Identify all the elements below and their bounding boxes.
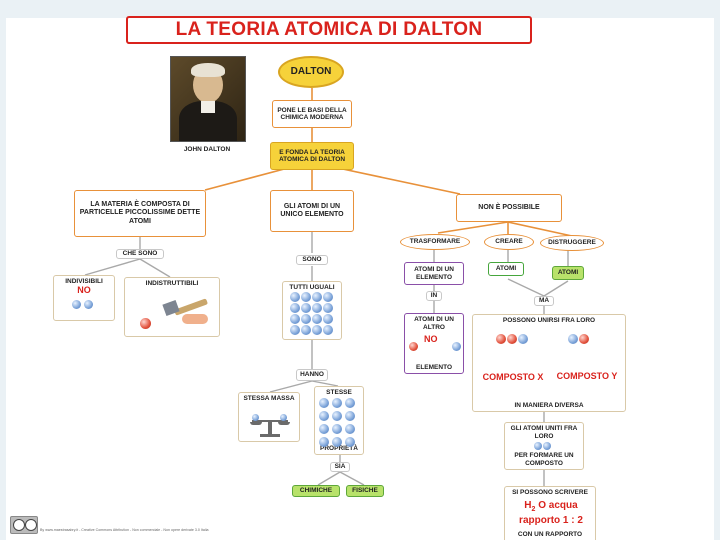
atom-icon: [332, 424, 342, 434]
indivisibili-no: NO: [77, 284, 91, 295]
atom-icon: [312, 314, 322, 324]
atom-icon: [323, 314, 333, 324]
atom-icon: [518, 334, 528, 344]
atom-icon: [312, 303, 322, 313]
in-maniera-label: IN MANIERA DIVERSA: [514, 401, 584, 409]
node-dalton: DALTON: [278, 56, 344, 88]
atom-icon: [323, 292, 333, 302]
atom-grid: [319, 398, 359, 447]
indivisibili-label: INDIVISIBILI: [65, 278, 103, 285]
atom-icon: [345, 398, 355, 408]
indistruttibili-label: INDISTRUTTIBILI: [145, 280, 199, 287]
node-indivisibili: INDIVISIBILI NO: [53, 275, 115, 321]
atomi-altro-label: ATOMI DI UN ALTRO: [414, 316, 454, 331]
node-sono: SONO: [296, 255, 328, 265]
atom-icon: [543, 442, 551, 450]
atom-icon: [72, 300, 81, 309]
possono-label: POSSONO UNIRSI FRA LORO: [502, 317, 596, 324]
node-distruggere: DISTRUGGERE: [540, 235, 604, 251]
node-trasformare: TRASFORMARE: [400, 234, 470, 250]
elemento-label: ELEMENTO: [416, 363, 452, 371]
node-si-possono: SI POSSONO SCRIVERE CON UN RAPPORTO: [504, 486, 596, 540]
atom-icon: [319, 398, 329, 408]
h2o-sub: 2: [531, 506, 536, 513]
atom-icon: [323, 325, 333, 335]
atom-icon: [332, 437, 342, 447]
atom-icon: [301, 303, 311, 313]
atom-icon: [496, 334, 506, 344]
node-pone-basi: PONE LE BASI DELLA CHIMICA MODERNA: [272, 100, 352, 128]
node-materia: LA MATERIA È COMPOSTA DI PARTICELLE PICC…: [74, 190, 206, 237]
h2o-formula: H2 O acqua rapporto 1 : 2: [512, 500, 590, 526]
atom-icon: [534, 442, 542, 450]
atom-icon: [345, 424, 355, 434]
atom-icon: [319, 411, 329, 421]
atom-grid: [290, 292, 334, 336]
atom-icon: [452, 342, 461, 351]
atom-icon: [579, 334, 589, 344]
node-che-sono: CHE SONO: [116, 249, 164, 259]
atom-icon: [319, 424, 329, 434]
stessa-massa-label: STESSA MASSA: [243, 395, 295, 402]
per-formare-label: PER FORMARE UN COMPOSTO: [514, 452, 574, 467]
atom-icon: [290, 325, 300, 335]
cc-license-badge: [10, 516, 38, 534]
page-title: LA TEORIA ATOMICA DI DALTON: [126, 16, 532, 44]
node-atomi-elemento: ATOMI DI UN ELEMENTO: [404, 262, 464, 285]
atom-icon: [301, 314, 311, 324]
tutti-uguali-label: TUTTI UGUALI: [289, 284, 335, 291]
h2o-h: H: [524, 500, 532, 511]
atom-icon: [319, 437, 329, 447]
atom-icon: [409, 342, 418, 351]
node-atomi-unico: GLI ATOMI DI UN UNICO ELEMENTO: [270, 190, 354, 232]
atom-icon: [345, 411, 355, 421]
atom-icon: [312, 325, 322, 335]
atom-icon: [568, 334, 578, 344]
node-fisiche: FISICHE: [346, 485, 384, 497]
atomi-altro-no: NO: [424, 334, 438, 344]
stesse-label: STESSE: [326, 389, 352, 396]
composto-y-label: COMPOSTO Y: [556, 371, 618, 381]
node-dalton-label: DALTON: [290, 66, 332, 78]
dalton-portrait: [170, 56, 246, 142]
node-fonda-teoria: E FONDA LA TEORIA ATOMICA DI DALTON: [270, 142, 354, 170]
atom-icon: [323, 303, 333, 313]
proprieta-label: PROPRIETÀ: [320, 444, 358, 452]
atom-icon: [84, 300, 93, 309]
atom-icon: [140, 318, 151, 329]
atom-icon: [507, 334, 517, 344]
atom-icon: [312, 292, 322, 302]
atom-icon: [332, 398, 342, 408]
node-possono-unirsi: POSSONO UNIRSI FRA LORO IN MANIERA DIVER…: [472, 314, 626, 412]
con-un-label: CON UN RAPPORTO: [517, 530, 583, 538]
portrait-caption: JOHN DALTON: [183, 146, 231, 153]
hammer-icon: [150, 296, 210, 330]
rapporto-label: rapporto 1 : 2: [519, 515, 583, 526]
atom-icon: [290, 303, 300, 313]
scale-icon: [248, 410, 292, 438]
node-in: IN: [426, 291, 442, 301]
node-non-possibile: NON È POSSIBILE: [456, 194, 562, 222]
composto-x-label: COMPOSTO X: [482, 372, 544, 382]
si-possono-label: SI POSSONO SCRIVERE: [512, 489, 588, 496]
node-ma: MA: [534, 296, 554, 306]
node-atomi-creare: ATOMI: [488, 262, 524, 276]
h2o-rest: O acqua: [535, 500, 578, 511]
node-hanno: HANNO: [296, 369, 328, 381]
atom-icon: [290, 292, 300, 302]
node-sia: SIA: [330, 462, 350, 472]
node-atomi-distruggere: ATOMI: [552, 266, 584, 280]
node-atomi-uniti: GLI ATOMI UNITI FRA LORO PER FORMARE UN …: [504, 422, 584, 470]
node-chimiche: CHIMICHE: [292, 485, 340, 497]
atomi-uniti-label: GLI ATOMI UNITI FRA LORO: [510, 425, 578, 440]
atom-icon: [290, 314, 300, 324]
atom-icon: [301, 292, 311, 302]
atom-icon: [332, 411, 342, 421]
atom-icon: [301, 325, 311, 335]
footer-credit: By www.maestrasabry.it - Creative Common…: [40, 528, 209, 532]
atom-icon: [345, 437, 355, 447]
node-creare: CREARE: [484, 234, 534, 250]
